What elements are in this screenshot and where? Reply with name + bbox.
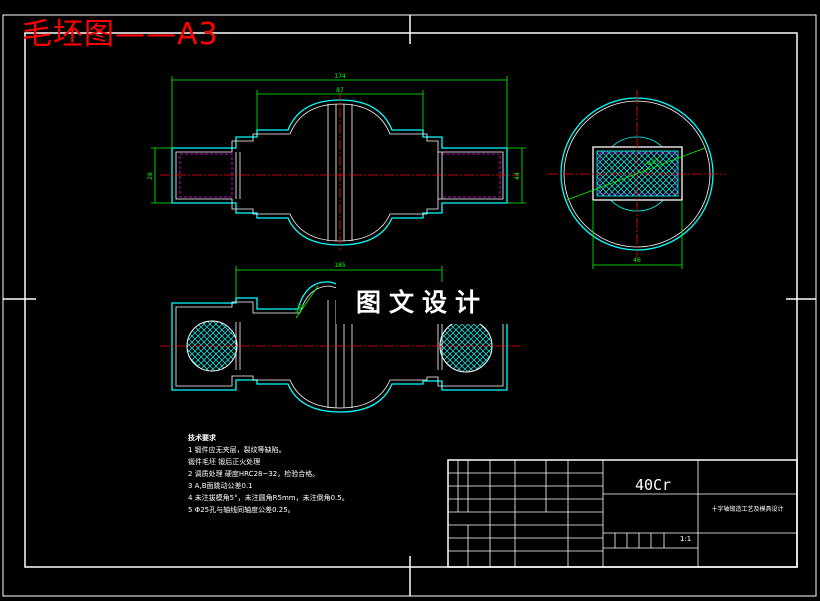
top-view: 185 R61 [160, 262, 520, 413]
technical-notes: 技术要求 1 锻件应无夹层，裂纹等缺陷。 锻件毛坯 锻后正火处理 2 调质处理 … [188, 432, 349, 516]
top-view-outline [171, 281, 508, 413]
side-view: Φ37 46 [548, 90, 726, 269]
notes-line: 锻件毛坯 锻后正火处理 [188, 458, 261, 466]
material-label: 40Cr [634, 476, 672, 494]
dim-87: 87 [336, 87, 344, 94]
inner-frame [24, 32, 798, 568]
notes-heading: 技术要求 [188, 434, 216, 442]
part-name-label: 十字轴锻造工艺及模具设计 [711, 506, 784, 513]
dim-46: 46 [633, 257, 641, 264]
scale-label: 1:1 [680, 535, 692, 543]
dim-174: 174 [334, 73, 346, 80]
front-view-outline [171, 99, 508, 246]
dim-44: 44 [514, 172, 521, 180]
notes-line: 2 调质处理 硬度HRC28~32，检验合格。 [188, 470, 320, 478]
dim-185: 185 [334, 262, 346, 269]
notes-line: 5 Φ25孔与轴线同轴度公差0.25。 [188, 506, 295, 514]
notes-line: 4 未注拔模角5°，未注圆角R5mm，未注倒角0.5。 [188, 494, 349, 502]
dim-28: 28 [147, 172, 154, 180]
watermark-label: 图文设计 [336, 282, 508, 324]
dim-phi37: Φ37 [646, 157, 660, 168]
dim-r61: R61 [295, 303, 306, 315]
title-block [447, 459, 798, 568]
notes-line: 1 锻件应无夹层，裂纹等缺陷。 [188, 446, 286, 454]
centering-marks [3, 15, 816, 596]
drawing-title: 毛坯图——A3 [22, 17, 219, 52]
front-view: 174 87 28 44 [147, 73, 526, 252]
notes-line: 3 A,B面跳动公差0.1 [188, 482, 253, 490]
